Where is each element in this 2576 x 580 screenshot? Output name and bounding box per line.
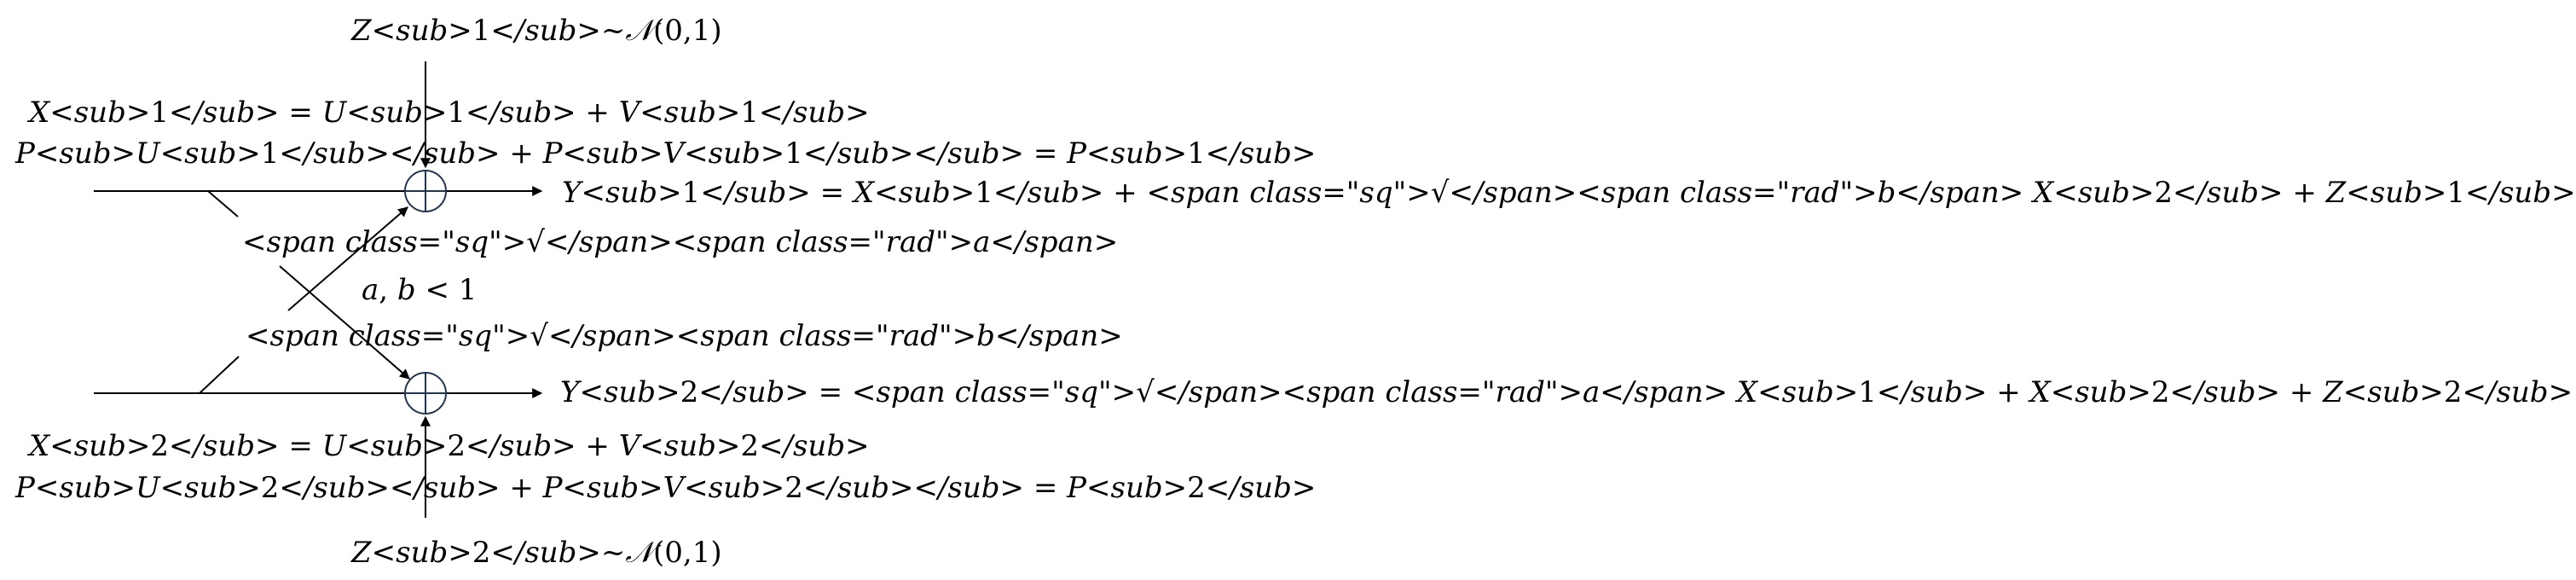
- input-power-2: P<sub>U<sub>2</sub></sub> + P<sub>V<sub>…: [15, 471, 1317, 505]
- noise-label-1: Z<sub>1</sub>~𝒩(0,1): [351, 14, 722, 48]
- output-label-2: Y<sub>2</sub> = <span class="sq">√</span…: [560, 375, 2573, 409]
- cross-link-a-seg2: [279, 265, 410, 380]
- input-power-1: P<sub>U<sub>1</sub></sub> + P<sub>V<sub>…: [15, 136, 1317, 171]
- cross-link-a-seg1: [207, 190, 239, 218]
- cross-gain-a-label: <span class="sq">√</span><span class="ra…: [242, 225, 1119, 259]
- output-label-1: Y<sub>1</sub> = X<sub>1</sub> + <span cl…: [562, 176, 2576, 210]
- input-signal-1: X<sub>1</sub> = U<sub>1</sub> + V<sub>1<…: [29, 96, 870, 130]
- input-signal-2: X<sub>2</sub> = U<sub>2</sub> + V<sub>2<…: [29, 429, 870, 463]
- constraint-label: a, b < 1: [362, 273, 478, 307]
- cross-link-b-seg1: [199, 356, 240, 394]
- diagram-lines: [94, 61, 543, 518]
- noise-label-2: Z<sub>2</sub>~𝒩(0,1): [351, 536, 722, 570]
- cross-link-b-seg2: [287, 206, 408, 311]
- cross-gain-b-label: <span class="sq">√</span><span class="ra…: [246, 319, 1123, 353]
